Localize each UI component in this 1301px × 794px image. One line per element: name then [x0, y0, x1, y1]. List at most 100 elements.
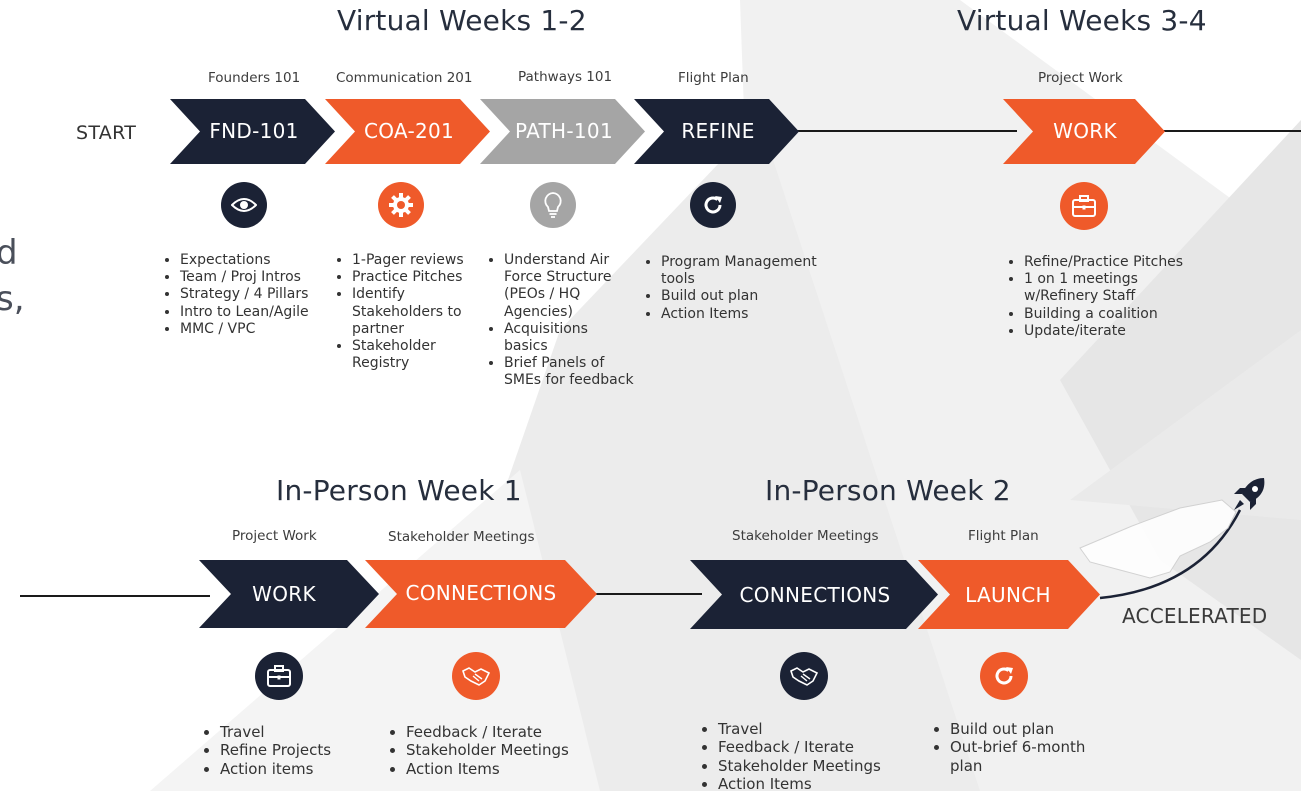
bullets-coa: 1-Pager reviews Practice Pitches Identif… — [334, 252, 497, 372]
launch-trajectory — [1079, 499, 1242, 600]
chevron-work-bottom — [199, 560, 379, 628]
eye-icon — [231, 198, 257, 212]
list-item: Identify Stakeholders to partner — [352, 286, 497, 338]
list-item: Expectations — [180, 252, 340, 269]
bullets-fnd: Expectations Team / Proj Intros Strategy… — [162, 252, 340, 338]
list-item: Update/iterate — [1024, 323, 1184, 340]
timeline-line-bottom-1 — [20, 595, 210, 597]
chevron-label-connections-1: CONNECTIONS — [405, 581, 557, 605]
list-item: 1 on 1 meetings w/Refinery Staff — [1024, 271, 1184, 305]
subtitle-path: Pathways 101 — [518, 69, 613, 85]
list-item: Refine/Practice Pitches — [1024, 254, 1184, 271]
list-item: Action Items — [406, 760, 606, 778]
refresh-icon — [704, 196, 722, 214]
bullets-connections-2: Travel Feedback / Iterate Stakeholder Me… — [700, 720, 918, 794]
subtitle-work-bottom: Project Work — [232, 528, 317, 544]
subtitle-connections-1: Stakeholder Meetings — [388, 529, 535, 545]
subtitle-refine: Flight Plan — [678, 70, 749, 86]
chevron-label-work-top: WORK — [1053, 119, 1117, 143]
subtitle-fnd: Founders 101 — [208, 70, 301, 86]
list-item: Out-brief 6-month plan — [950, 738, 1120, 775]
icon-circle-launch — [980, 652, 1028, 700]
gear-icon — [389, 193, 413, 217]
list-item: Intro to Lean/Agile — [180, 304, 340, 321]
list-item: Understand Air Force Structure (PEOs / H… — [504, 252, 636, 321]
bullets-refine: Program Management tools Build out plan … — [643, 254, 821, 323]
list-item: Action Items — [661, 306, 821, 323]
list-item: Travel — [220, 723, 390, 741]
list-item: Stakeholder Meetings — [406, 741, 606, 759]
start-label: START — [76, 122, 137, 144]
list-item: Stakeholder Registry — [352, 338, 497, 372]
list-item: Travel — [718, 720, 918, 738]
chevron-label-fnd-101: FND-101 — [209, 119, 299, 143]
timeline-line-top-2 — [1160, 130, 1301, 132]
list-item: MMC / VPC — [180, 321, 340, 338]
icon-circle-work-bottom — [255, 652, 303, 700]
subtitle-coa: Communication 201 — [336, 70, 473, 86]
icon-circle-refine — [690, 182, 736, 228]
icon-circle-coa — [378, 182, 424, 228]
list-item: Program Management tools — [661, 254, 821, 288]
list-item: Build out plan — [661, 288, 821, 305]
handshake-icon — [790, 667, 819, 686]
phase-title-inperson-1: In-Person Week 1 — [276, 474, 522, 507]
chevron-label-coa-201: COA-201 — [363, 119, 455, 143]
cut-off-line-1: d — [0, 233, 18, 273]
chevron-fnd-101 — [170, 99, 335, 164]
subtitle-connections-2: Stakeholder Meetings — [732, 528, 879, 544]
timeline-line-top-1 — [795, 130, 1017, 132]
list-item: Feedback / Iterate — [718, 738, 918, 756]
list-item: Stakeholder Meetings — [718, 757, 918, 775]
accelerated-label: ACCELERATED — [1122, 604, 1268, 628]
timeline-line-bottom-2 — [590, 593, 702, 595]
chevron-label-connections-2: CONNECTIONS — [739, 583, 891, 607]
list-item: Build out plan — [950, 720, 1120, 738]
chevron-label-launch: LAUNCH — [965, 583, 1051, 607]
icon-circle-path — [530, 182, 576, 228]
bullets-path: Understand Air Force Structure (PEOs / H… — [486, 252, 636, 390]
chevron-connections-1 — [365, 560, 597, 628]
list-item: Acquisitions basics — [504, 321, 636, 355]
phase-title-inperson-2: In-Person Week 2 — [765, 474, 1011, 507]
list-item: Feedback / Iterate — [406, 723, 606, 741]
list-item: Action items — [220, 760, 390, 778]
chevron-coa-201 — [325, 99, 490, 164]
bullets-connections-1: Feedback / Iterate Stakeholder Meetings … — [388, 723, 606, 778]
icon-circle-work-top — [1060, 182, 1108, 230]
icon-circle-connections-1 — [452, 652, 500, 700]
bullets-work-top: Refine/Practice Pitches 1 on 1 meetings … — [1006, 254, 1184, 340]
list-item: Brief Panels of SMEs for feedback — [504, 355, 636, 389]
briefcase-icon — [1072, 195, 1096, 217]
cut-off-line-2: s, — [0, 279, 25, 319]
list-item: Practice Pitches — [352, 269, 497, 286]
subtitle-work-top: Project Work — [1038, 70, 1123, 86]
chevron-launch — [918, 560, 1100, 629]
handshake-icon — [462, 667, 491, 686]
phase-title-virtual-1-2: Virtual Weeks 1-2 — [337, 4, 587, 37]
rocket-icon — [1234, 478, 1265, 510]
list-item: Refine Projects — [220, 741, 390, 759]
phase-title-virtual-3-4: Virtual Weeks 3-4 — [957, 4, 1207, 37]
list-item: Action Items — [718, 775, 918, 793]
cut-off-text: d s, — [0, 230, 25, 322]
refresh-icon — [995, 667, 1013, 685]
chevron-path-101 — [480, 99, 645, 164]
bullets-launch: Build out plan Out-brief 6-month plan — [932, 720, 1120, 775]
list-item: Strategy / 4 Pillars — [180, 286, 340, 303]
chevron-work-top — [1003, 99, 1165, 164]
list-item: 1-Pager reviews — [352, 252, 497, 269]
icon-circle-fnd — [221, 182, 267, 228]
chevron-label-work-bottom: WORK — [252, 582, 316, 606]
lightbulb-icon — [544, 192, 562, 218]
list-item: Building a coalition — [1024, 306, 1184, 323]
icon-circle-connections-2 — [780, 652, 828, 700]
chevron-label-refine: REFINE — [681, 119, 755, 143]
chevron-refine — [634, 99, 799, 164]
chevron-label-path-101: PATH-101 — [515, 119, 613, 143]
bullets-work-bottom: Travel Refine Projects Action items — [202, 723, 390, 778]
chevron-connections-2 — [690, 560, 938, 629]
subtitle-launch: Flight Plan — [968, 528, 1039, 544]
list-item: Team / Proj Intros — [180, 269, 340, 286]
briefcase-icon — [267, 665, 291, 687]
